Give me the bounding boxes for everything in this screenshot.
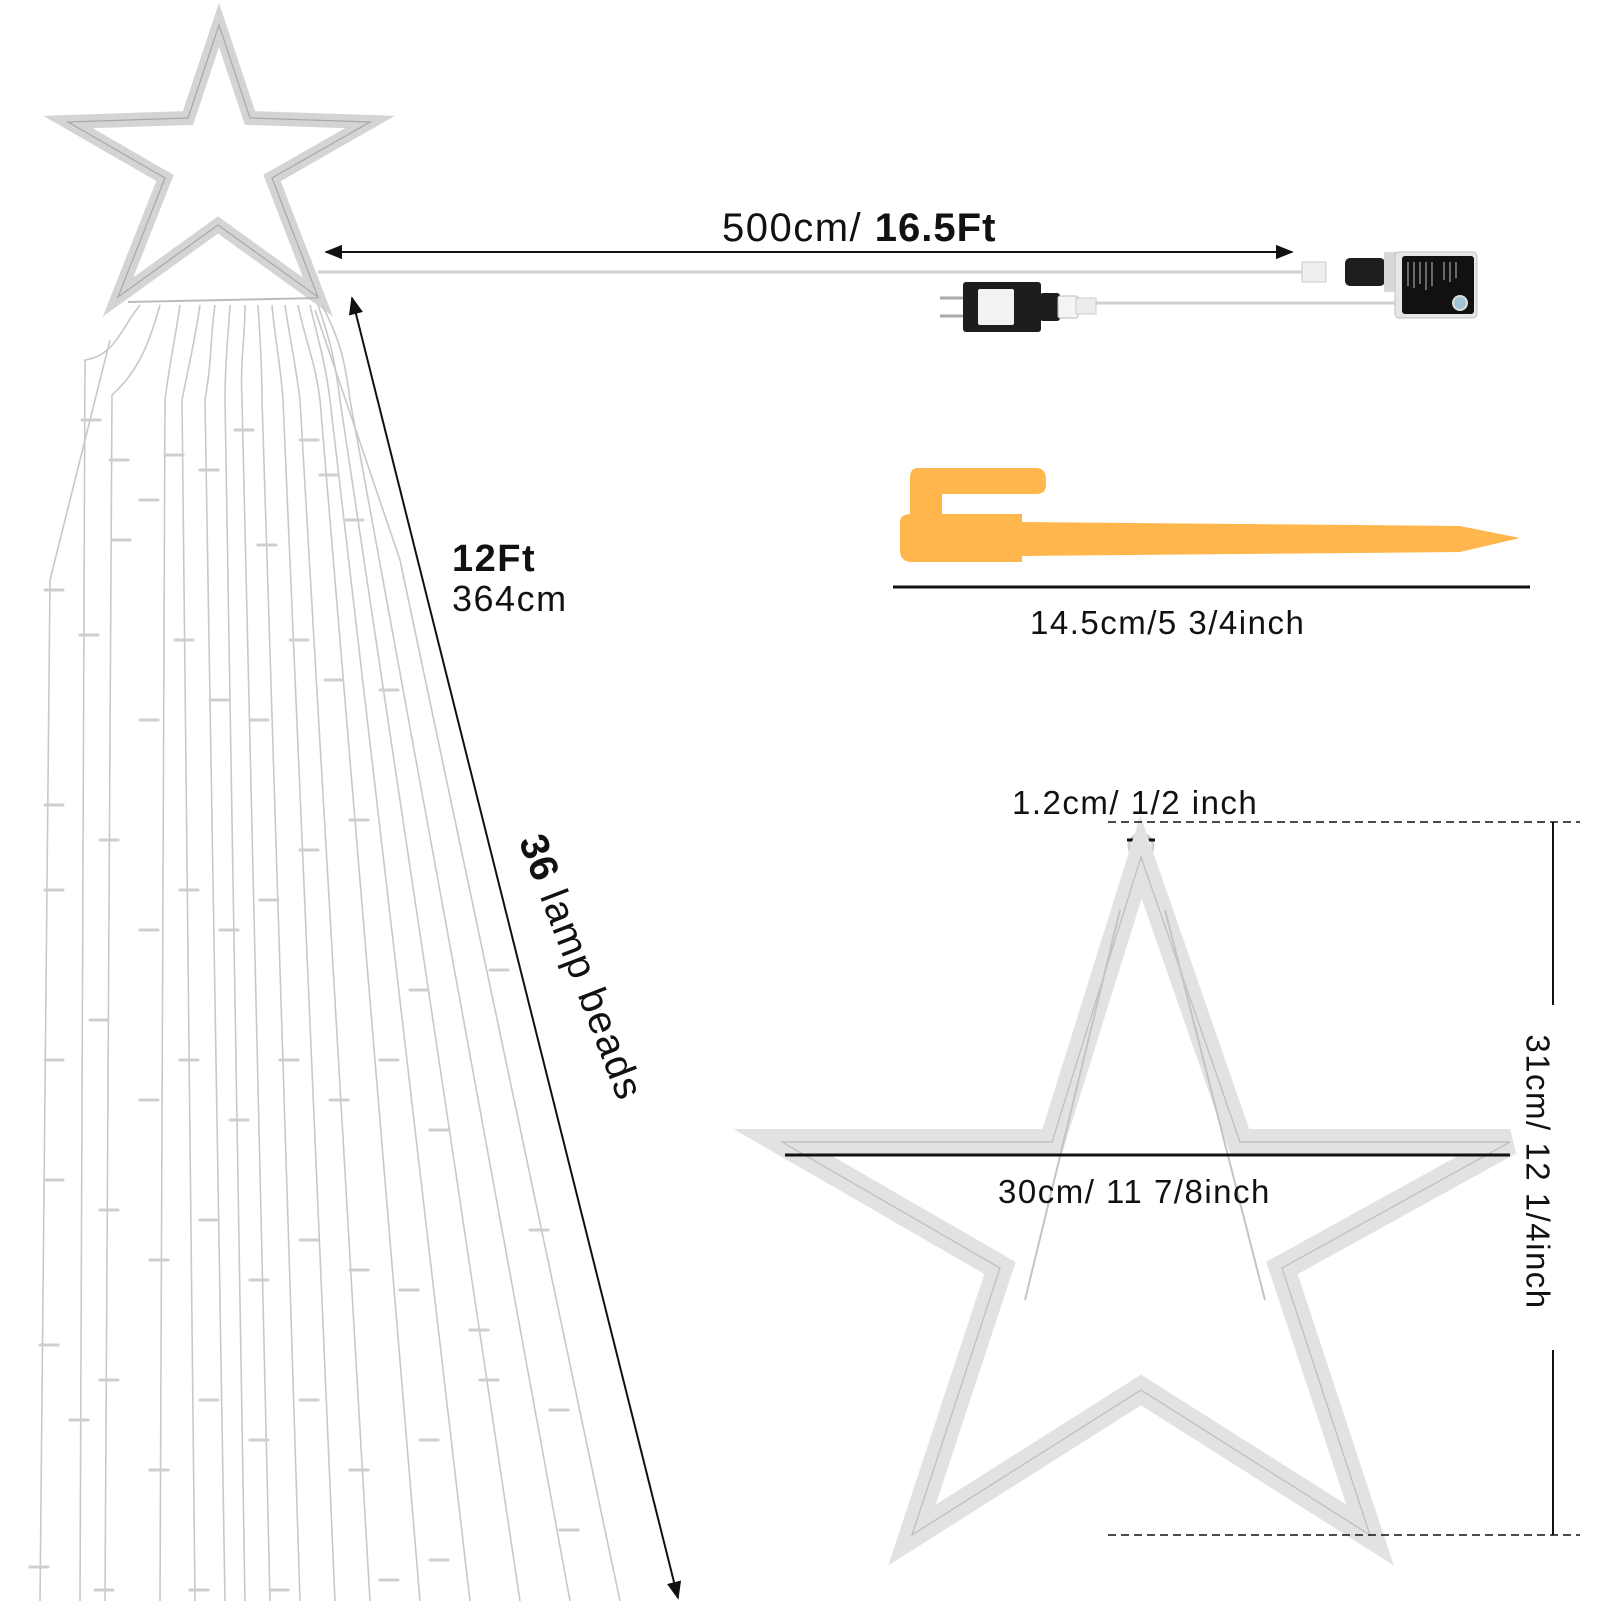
strand-length-arrow: [348, 296, 682, 1600]
strand-length-metric: 364cm: [452, 578, 568, 619]
star-height-label: 31cm/ 12 1/4inch: [1519, 1034, 1557, 1310]
hook-dimension-label: 1.2cm/ 1/2 inch: [1012, 784, 1259, 821]
star-topper-icon: [43, 2, 395, 317]
star-detail-icon: [733, 815, 1517, 1566]
light-strands: [39, 304, 621, 1601]
cable-length-metric: 500cm/: [722, 206, 875, 250]
plug-adapter-icon: [940, 282, 1097, 332]
stake-dimension-label: 14.5cm/5 3/4inch: [1030, 604, 1306, 641]
controller-box-icon: [1301, 251, 1478, 319]
strand-length-imperial: 12Ft: [452, 538, 537, 580]
cable-length-label: 500cm/ 16.5Ft: [722, 206, 996, 251]
ground-stake-icon: [900, 468, 1520, 562]
cable-length-imperial: 16.5Ft: [874, 206, 997, 250]
star-width-label: 30cm/ 11 7/8inch: [998, 1173, 1271, 1210]
